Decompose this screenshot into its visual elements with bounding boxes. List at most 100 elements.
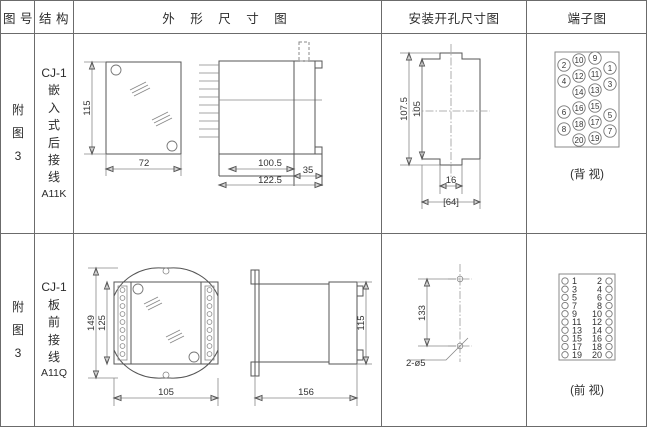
row1-structure-code: A11K	[41, 187, 67, 200]
header-divider	[1, 33, 646, 34]
row2-structure-char-3: 接	[47, 332, 60, 347]
terminal-12-label: 12	[592, 317, 602, 327]
row2-fig-no-char-1: 附	[11, 300, 24, 315]
terminal-6-label: 6	[562, 108, 567, 117]
terminal-10-circle	[605, 310, 613, 318]
terminal-10-label: 10	[575, 56, 584, 65]
terminal-3-label: 3	[572, 284, 577, 294]
header-structure: 结 构	[35, 2, 73, 33]
header-terminal-label: 端子图	[567, 12, 607, 26]
terminal-16-label: 16	[575, 104, 584, 113]
terminal-19-label: 19	[591, 134, 600, 143]
row1-structure-char-2: 入	[47, 100, 60, 115]
row2-fig-no-char-2: 图	[11, 323, 24, 338]
terminal-5-label: 5	[572, 293, 577, 303]
header-outline-label: 外 形 尺 寸 图	[162, 12, 293, 26]
terminal-4-circle	[605, 285, 613, 293]
row1-fig-no: 附 图 3	[2, 34, 34, 233]
terminal-17-circle	[561, 342, 569, 351]
terminal-20-label: 20	[592, 350, 602, 360]
terminal-8-label: 8	[562, 125, 567, 134]
terminal-4-label: 4	[597, 284, 602, 294]
column-divider-3	[381, 1, 382, 426]
row2-fig-no-char-3: 3	[14, 345, 22, 360]
column-divider-4	[526, 1, 527, 426]
row2-structure-model: CJ-1	[41, 280, 67, 295]
terminal-15-label: 15	[591, 102, 600, 111]
row2-structure-code: A11Q	[40, 367, 68, 380]
terminal-11-label: 11	[591, 70, 600, 79]
terminal-18-label: 18	[575, 120, 584, 129]
terminal-8-circle	[605, 301, 613, 310]
terminal-6-circle	[557, 105, 571, 119]
dim-122-5-row1: 122.5	[258, 175, 282, 186]
terminal-20-circle	[605, 351, 613, 359]
terminal-2-label: 2	[562, 61, 567, 70]
terminal-11-circle	[588, 67, 602, 81]
dim-149-row2: 149	[86, 315, 97, 331]
row-divider	[1, 233, 646, 234]
terminal-6-circle	[605, 293, 613, 302]
terminal-2-circle	[605, 277, 613, 285]
terminal-13-label: 13	[572, 325, 582, 335]
terminal-15-circle	[588, 99, 602, 113]
terminal-5-circle	[603, 108, 617, 122]
terminal-1-label: 1	[572, 276, 577, 286]
terminal-19-label: 19	[572, 350, 582, 360]
row1-cutout-drawing: 107.5 105 16 [64]	[382, 34, 526, 233]
column-divider-1	[34, 1, 35, 426]
terminal-7-circle	[603, 124, 617, 138]
header-fig-no: 图 号	[2, 2, 34, 33]
dim-115-row2: 115	[356, 315, 367, 330]
dim-16-row1: 16	[446, 175, 457, 186]
terminal-11-label: 11	[572, 317, 581, 327]
terminal-14-label: 14	[575, 88, 584, 97]
terminal-17-label: 17	[591, 118, 600, 127]
terminal-8-circle	[557, 122, 571, 136]
row1-terminal-caption: (背 视)	[570, 169, 604, 181]
terminal-18-circle	[572, 117, 586, 131]
row1-structure-char-4: 后	[47, 135, 60, 150]
row2-structure-char-2: 前	[47, 315, 60, 330]
terminal-16-circle	[605, 334, 613, 343]
terminal-11-circle	[561, 318, 569, 326]
header-structure-label: 结 构	[39, 12, 69, 26]
terminal-5-circle	[561, 293, 569, 302]
terminal-4-label: 4	[562, 77, 567, 86]
terminal-13-circle	[561, 326, 569, 334]
row2-terminal-caption: (前 视)	[570, 385, 604, 397]
dim-133-row2: 133	[417, 305, 428, 321]
terminal-20-circle	[572, 133, 586, 147]
dim-156-row2: 156	[298, 387, 314, 398]
terminal-15-circle	[561, 334, 569, 343]
terminal-9-label: 9	[572, 309, 577, 319]
row2-structure: CJ-1 板 前 接 线 A11Q	[35, 234, 73, 427]
terminal-9-label: 9	[593, 54, 598, 63]
terminal-14-circle	[605, 326, 613, 334]
terminal-17-label: 17	[572, 342, 582, 352]
dim-35-row1: 35	[303, 165, 314, 176]
terminal-2-label: 2	[597, 276, 602, 286]
terminal-13-label: 13	[591, 86, 600, 95]
terminal-7-label: 7	[572, 301, 577, 311]
row1-fig-no-char-3: 3	[14, 148, 22, 163]
row2-fig-no: 附 图 3	[2, 234, 34, 427]
terminal-7-circle	[561, 301, 569, 310]
row1-structure: CJ-1 嵌 入 式 后 接 线 A11K	[35, 34, 73, 233]
header-fig-no-label: 图 号	[3, 12, 33, 26]
row2-cutout-drawing: 133 2-ø5	[382, 234, 526, 427]
terminal-13-circle	[588, 83, 602, 97]
terminal-10-circle	[572, 53, 586, 67]
row1-structure-char-5: 接	[47, 152, 60, 167]
terminal-9-circle	[588, 51, 602, 65]
terminal-2-circle	[557, 58, 571, 72]
header-cutout: 安装开孔尺寸图	[382, 2, 526, 33]
dim-125-row2: 125	[97, 315, 108, 331]
row2-structure-char-1: 板	[47, 297, 60, 312]
terminal-6-label: 6	[597, 293, 602, 303]
terminal-12-circle	[572, 69, 586, 83]
dim-105-row2: 105	[158, 387, 174, 398]
column-divider-2	[73, 1, 74, 426]
terminal-18-label: 18	[592, 342, 602, 352]
